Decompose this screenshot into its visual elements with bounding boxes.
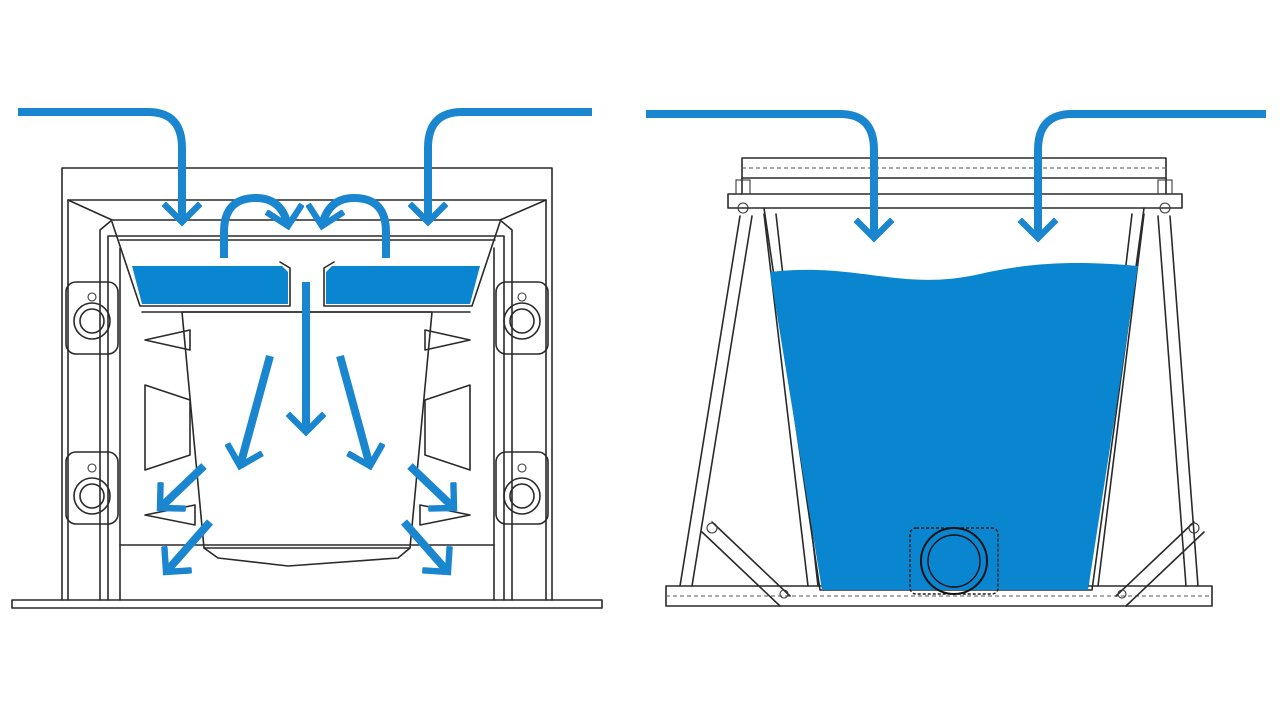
tank-lid <box>727 157 1183 214</box>
drain-arrow-right-lower <box>400 519 448 572</box>
overflow-arrow-right <box>322 194 390 258</box>
tray-water <box>132 266 480 304</box>
drain-arrow-right-upper <box>407 463 454 508</box>
tank-water <box>770 263 1138 590</box>
drain-arrow-left-upper <box>160 463 207 508</box>
inflow-arrow-left <box>18 108 182 222</box>
left-panel <box>11 108 603 609</box>
a-frame-legs <box>679 213 1205 607</box>
tray-water-left <box>132 266 288 304</box>
drain-arrow-mid-left <box>240 354 274 466</box>
tray-water-right <box>326 266 480 304</box>
base-plate <box>11 599 603 609</box>
right-brackets <box>495 281 549 525</box>
right-flow-arrows <box>646 110 1266 238</box>
left-brackets <box>65 281 119 525</box>
inflow-arrow-right <box>428 108 592 222</box>
drain-outlet <box>909 527 999 595</box>
basket <box>181 311 433 567</box>
tank-inflow-arrow-left <box>646 110 874 238</box>
right-panel <box>646 110 1266 607</box>
left-flow-arrows <box>18 108 592 572</box>
overflow-arrow-left <box>220 194 288 258</box>
drain-arrow-left-lower <box>166 519 214 572</box>
tank-inflow-arrow-right <box>1038 110 1266 238</box>
drain-arrow-mid-right <box>336 354 370 466</box>
